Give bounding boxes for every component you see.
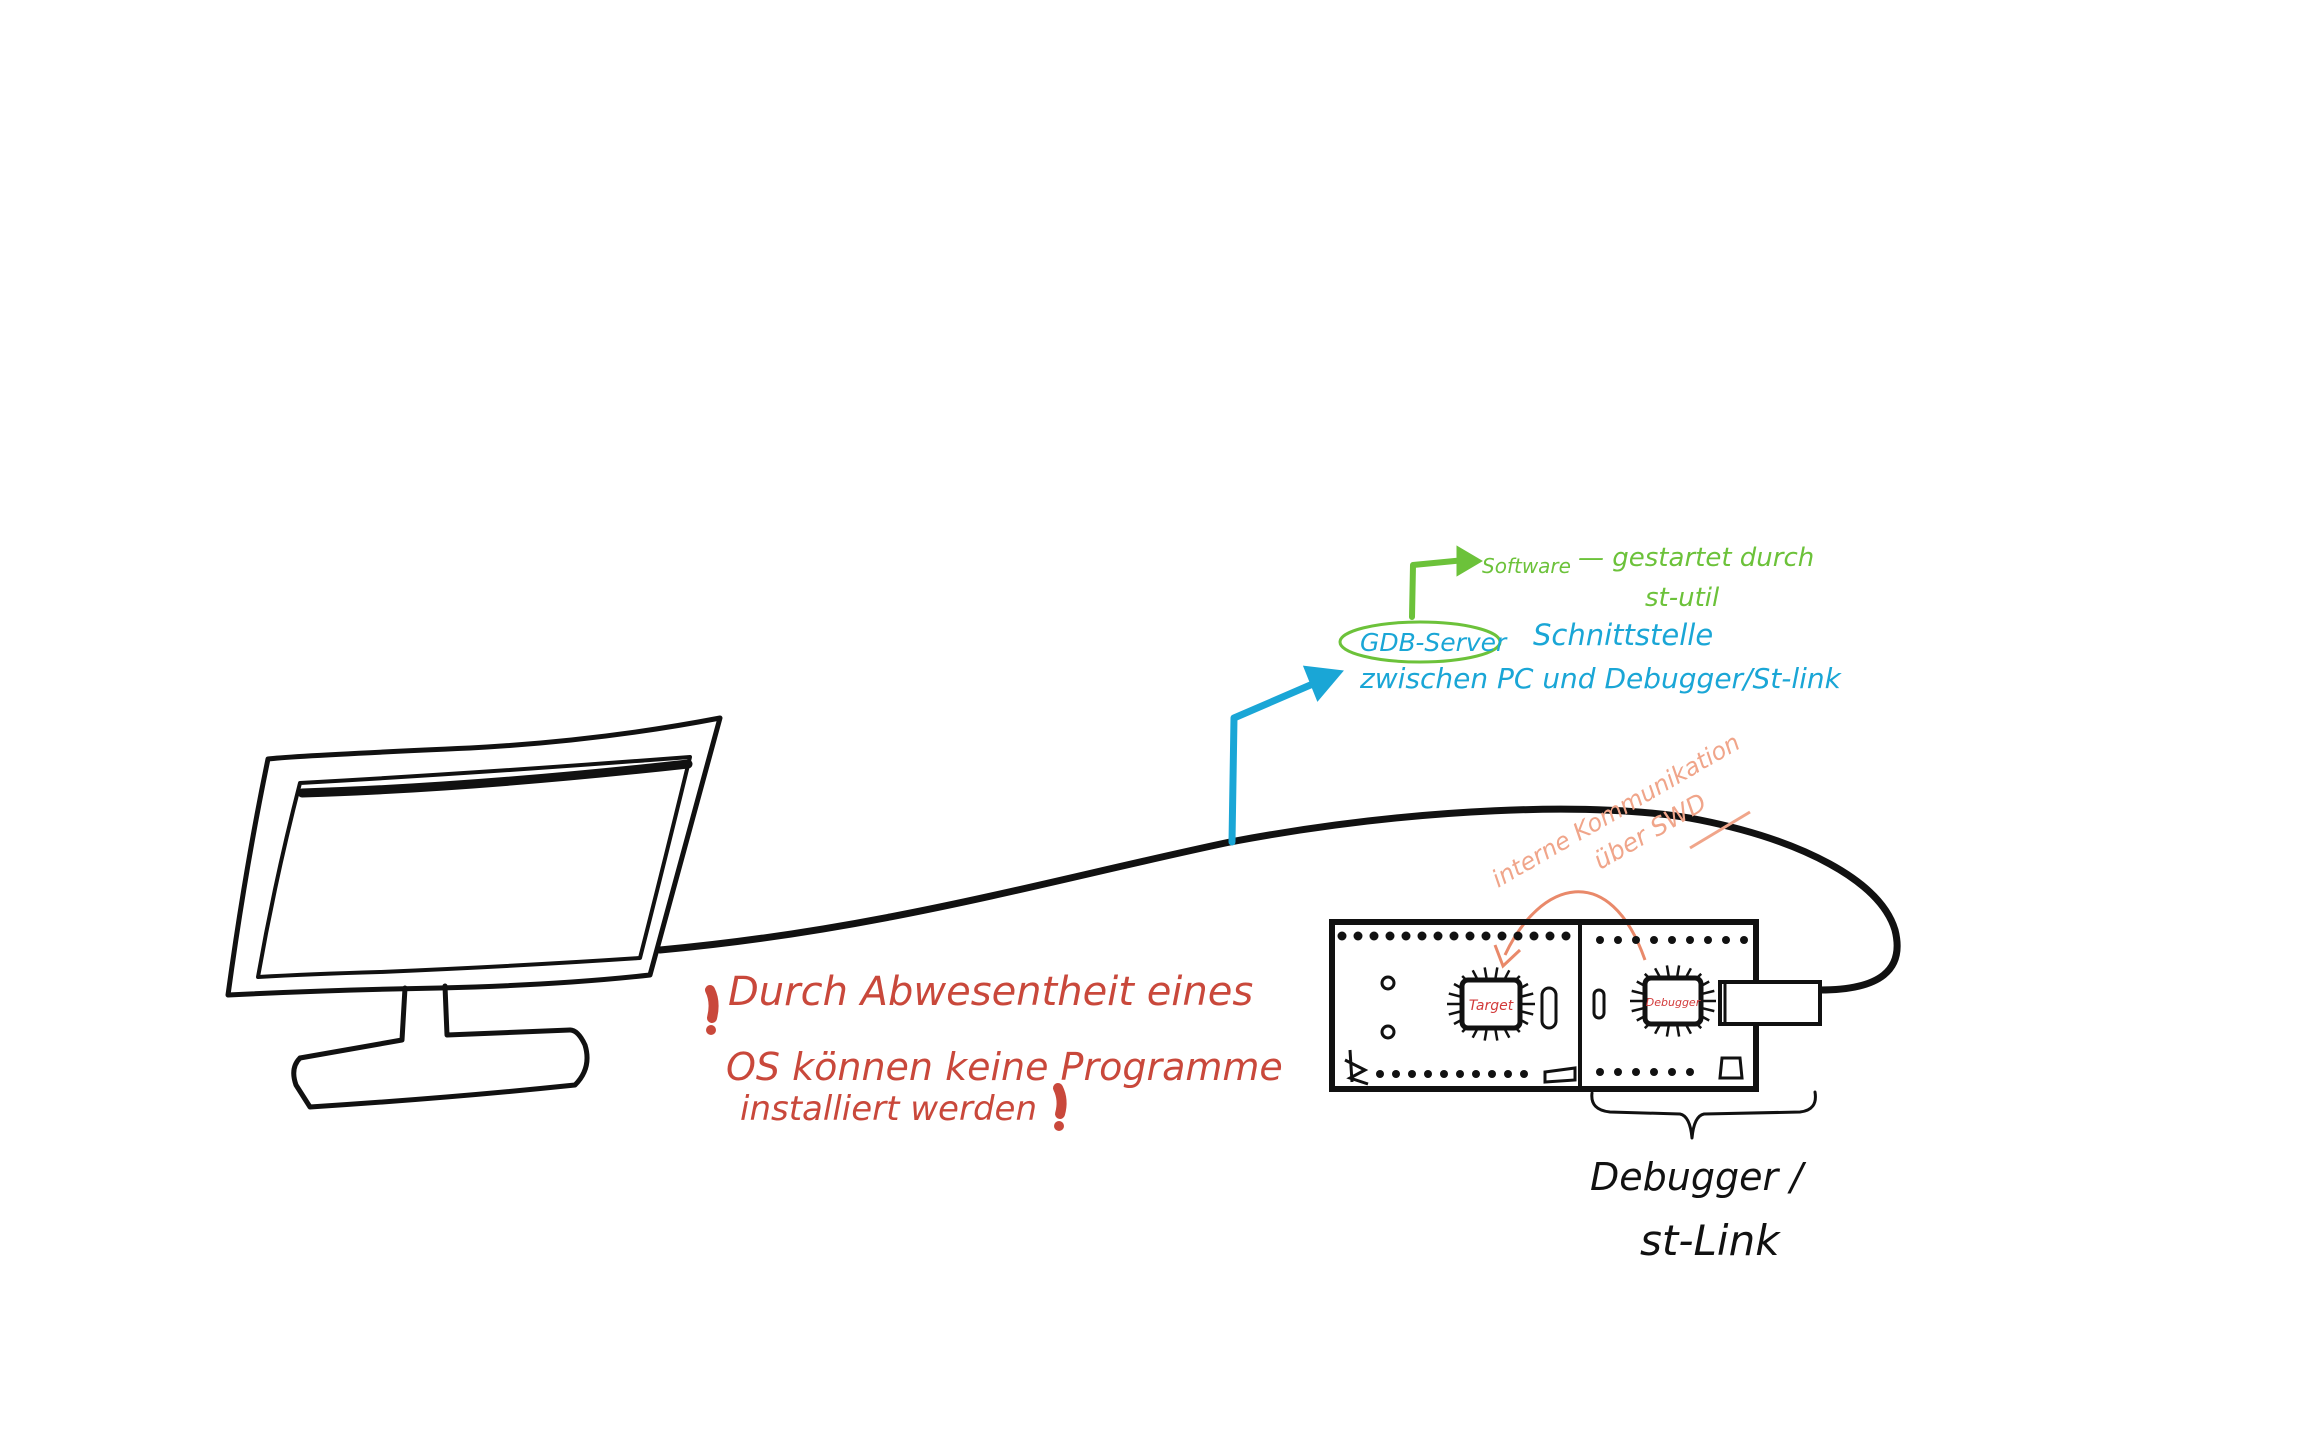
header-pin — [1504, 1070, 1512, 1078]
warning-line3: installiert werden — [740, 1089, 1037, 1129]
exclamation-icon — [705, 985, 719, 1035]
header-pin — [1481, 931, 1491, 941]
gdb-desc-line2: zwischen PC und Debugger/St-link — [1359, 662, 1843, 695]
debugger-caption-line2: st-Link — [1640, 1216, 1781, 1265]
header-pin — [1650, 936, 1658, 944]
software-desc-line1: — gestartet durch — [1578, 543, 1814, 573]
chip-leg — [1675, 965, 1681, 978]
chip-leg — [1675, 1024, 1681, 1037]
header-pin — [1722, 936, 1730, 944]
chip-leg — [1665, 965, 1671, 978]
header-pin — [1632, 936, 1640, 944]
target-chip-label: Target — [1469, 998, 1514, 1014]
debugger-brace — [1590, 1090, 1817, 1140]
header-pin — [1650, 1068, 1658, 1076]
monitor-icon — [225, 715, 723, 1110]
exclamation-icon — [1053, 1083, 1067, 1131]
header-pin — [1614, 1068, 1622, 1076]
warning-line1: Durch Abwesentheit eines — [728, 969, 1253, 1015]
header-pin — [1456, 1070, 1464, 1078]
chip-leg — [1494, 967, 1499, 980]
header-pin — [1668, 936, 1676, 944]
header-pin — [1686, 936, 1694, 944]
chip-leg — [1483, 1028, 1488, 1041]
software-desc-line2: st-util — [1645, 583, 1720, 613]
warning-note: Durch Abwesentheit eines OS können keine… — [705, 969, 1283, 1131]
chip-leg — [1665, 1024, 1671, 1037]
gdb-server-label: GDB-Server — [1360, 628, 1508, 657]
header-pin — [1561, 931, 1571, 941]
target-chip: Target — [1447, 967, 1535, 1041]
header-pin — [1596, 1068, 1604, 1076]
header-pin — [1596, 936, 1604, 944]
header-pin — [1465, 931, 1475, 941]
header-pin — [1392, 1070, 1400, 1078]
warning-line2: OS können keine Programme — [726, 1045, 1283, 1089]
header-pin — [1472, 1070, 1480, 1078]
chip-leg — [1494, 1028, 1499, 1041]
header-pin — [1433, 931, 1443, 941]
header-pin — [1668, 1068, 1676, 1076]
usb-cable — [656, 805, 1901, 994]
header-pin — [1449, 931, 1459, 941]
chip-leg — [1483, 967, 1488, 980]
gdb-arrow — [1228, 665, 1344, 846]
header-pin — [1376, 1070, 1384, 1078]
header-pin — [1529, 931, 1539, 941]
header-pin — [1369, 931, 1379, 941]
header-pin — [1614, 936, 1622, 944]
microcontroller-board-icon: Target Debugger — [1329, 919, 1822, 1092]
header-pin — [1488, 1070, 1496, 1078]
software-arrow — [1409, 545, 1483, 620]
header-pin — [1632, 1068, 1640, 1076]
usb-connector — [1718, 980, 1822, 1026]
header-pin — [1424, 1070, 1432, 1078]
header-pin — [1686, 1068, 1694, 1076]
header-pin — [1704, 936, 1712, 944]
debugger-chip-label: Debugger — [1646, 996, 1702, 1009]
header-pin — [1497, 931, 1507, 941]
swd-annotation: interne Kommunikation über SWD — [1487, 728, 1751, 969]
software-label: Software — [1482, 554, 1571, 578]
gdb-server-highlight — [1338, 620, 1502, 664]
header-pin — [1545, 931, 1555, 941]
header-pin — [1440, 1070, 1448, 1078]
gdb-desc-line1: Schnittstelle — [1533, 618, 1713, 652]
header-pin — [1408, 1070, 1416, 1078]
header-pin — [1353, 931, 1363, 941]
header-pin — [1740, 936, 1748, 944]
debugger-chip: Debugger — [1630, 965, 1716, 1037]
header-pin — [1520, 1070, 1528, 1078]
header-pin — [1513, 931, 1523, 941]
debugger-caption-line1: Debugger / — [1590, 1155, 1807, 1199]
header-pin — [1385, 931, 1395, 941]
header-pin — [1337, 931, 1347, 941]
header-pin — [1401, 931, 1411, 941]
header-pin — [1417, 931, 1427, 941]
